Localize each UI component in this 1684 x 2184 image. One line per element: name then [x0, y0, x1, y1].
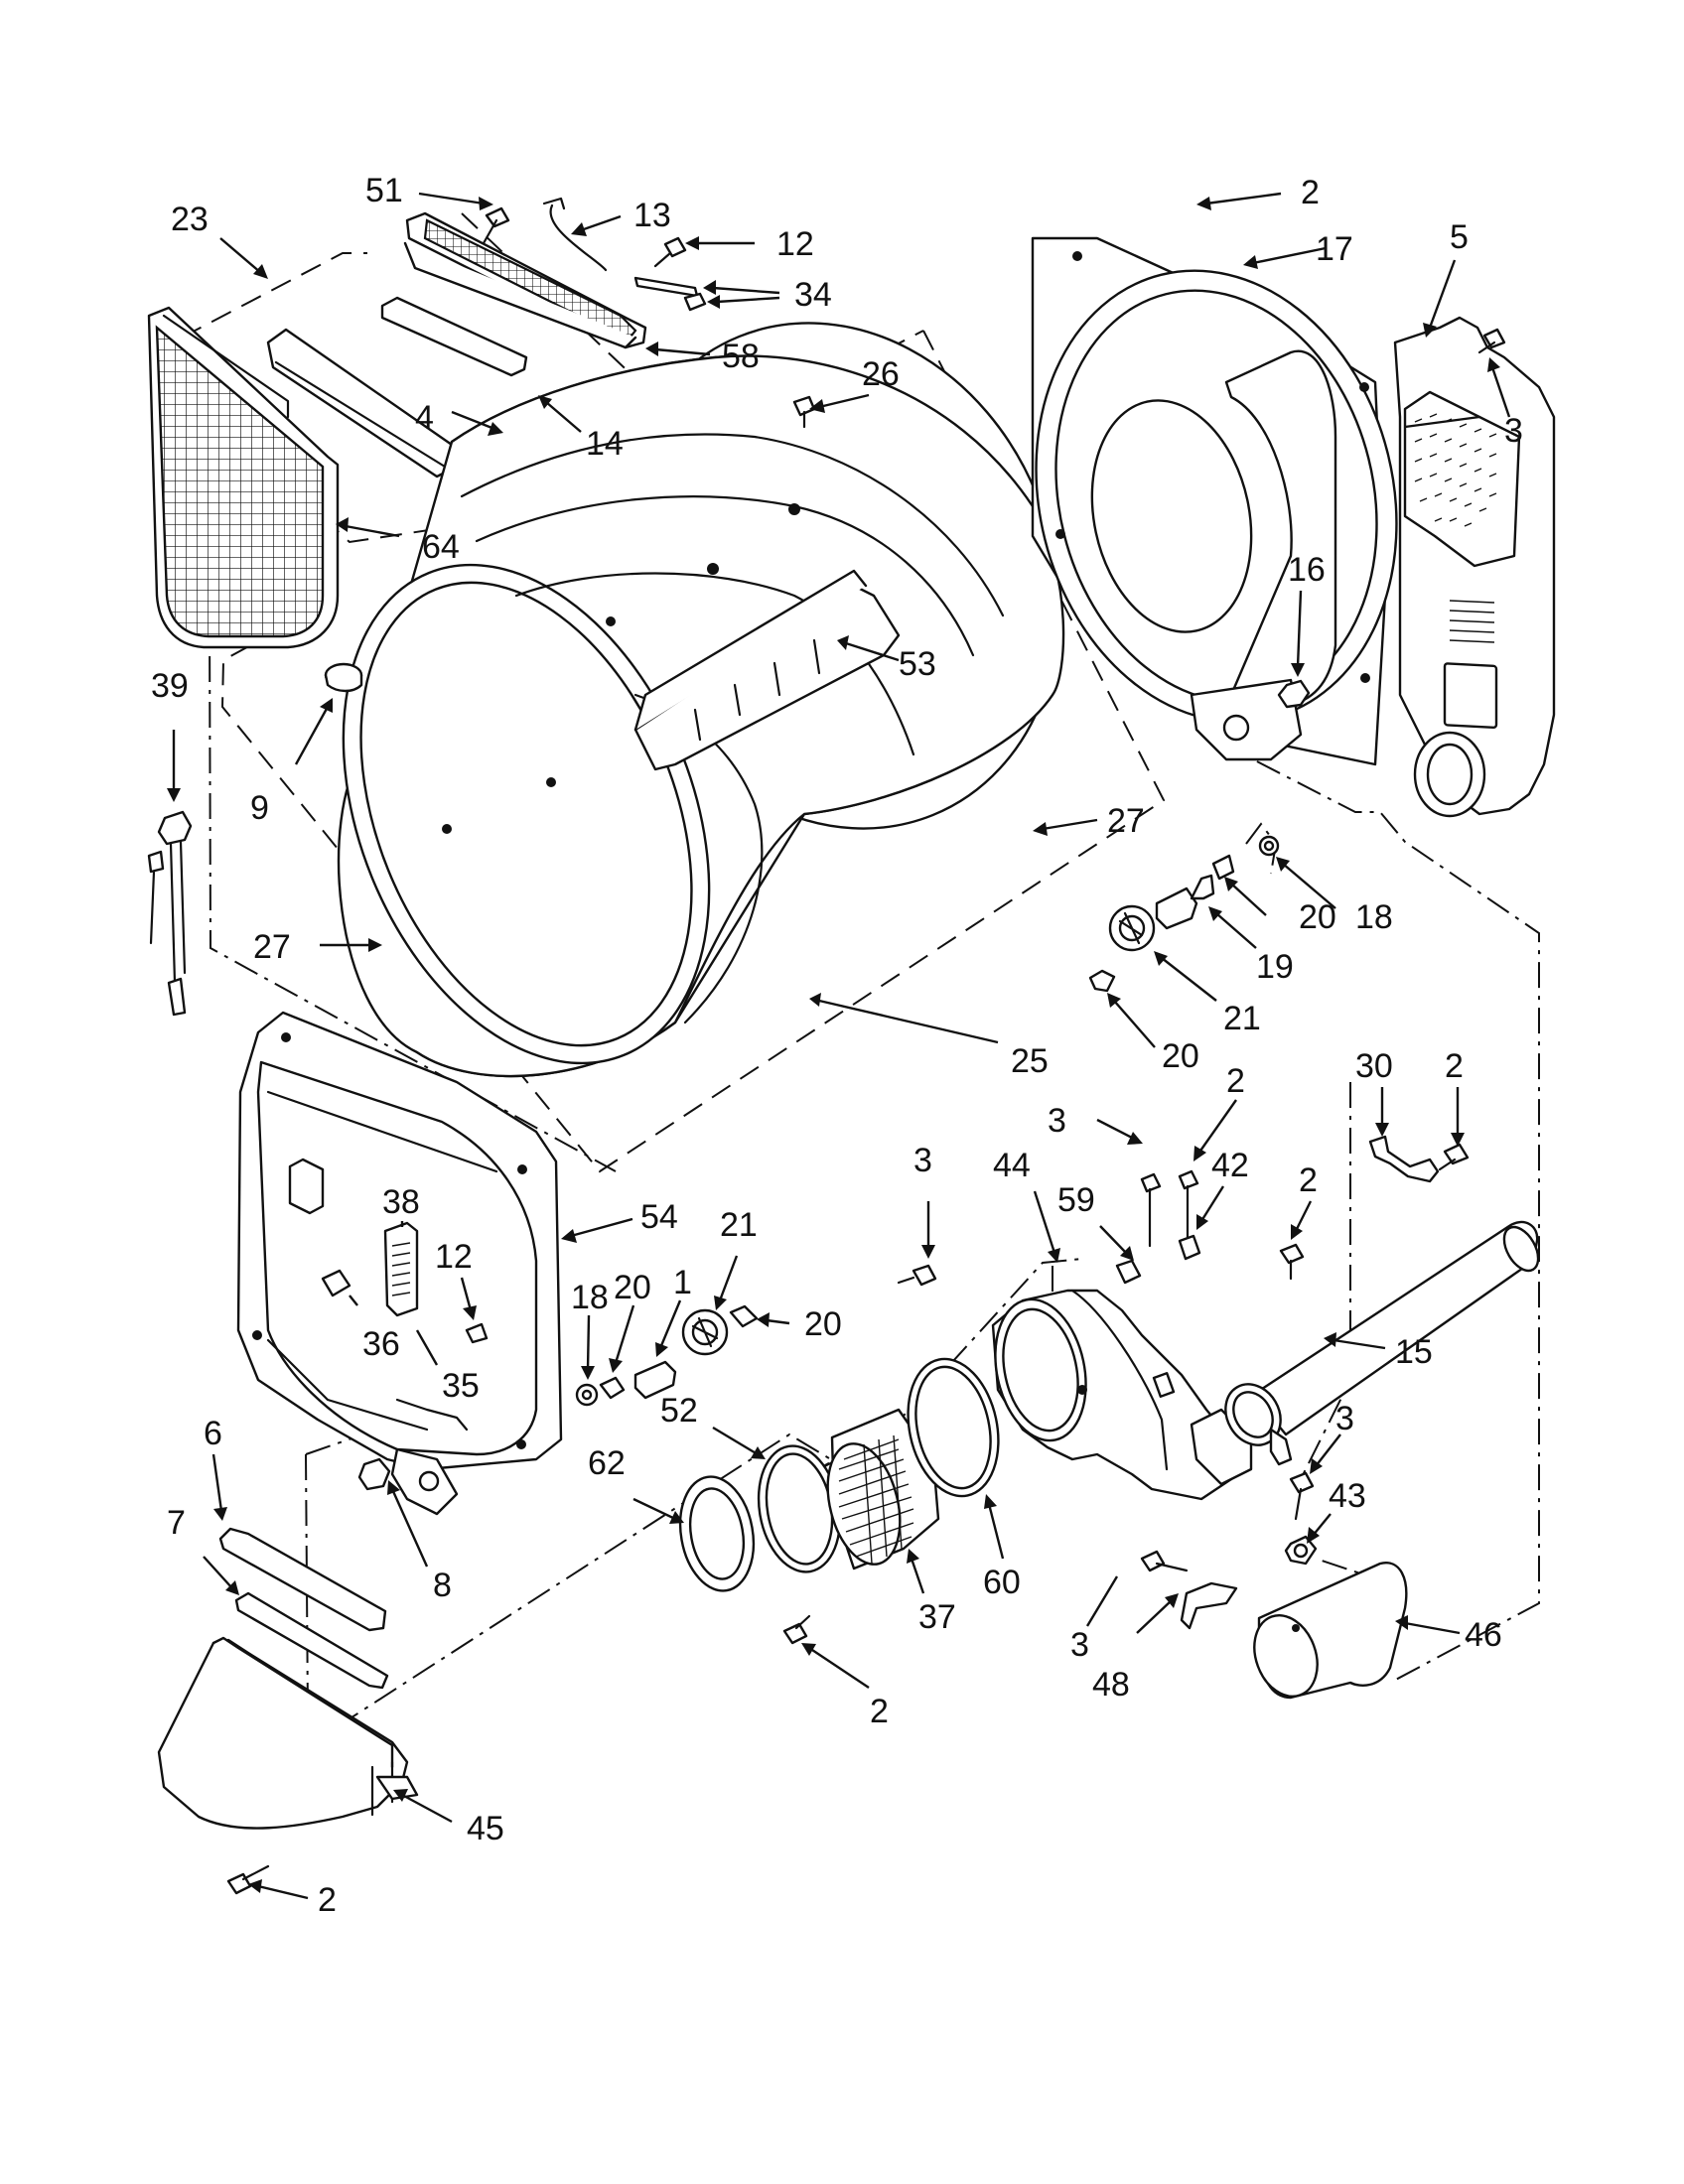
exhaust-duct	[1224, 1220, 1540, 1466]
rear-bulkhead	[1031, 236, 1398, 766]
small-fasteners-right	[897, 1143, 1470, 1287]
idler-pulley-assembly-right	[1088, 835, 1280, 993]
callout-53: 53	[899, 645, 936, 683]
small-fasteners-filter	[482, 197, 707, 451]
callout-3-mid: 3	[1048, 1102, 1066, 1140]
callout-64: 64	[422, 528, 460, 566]
callout-2-bottom-left: 2	[318, 1881, 337, 1919]
callout-2-bottom-mid: 2	[870, 1693, 889, 1730]
callout-15: 15	[1395, 1333, 1433, 1371]
callout-20-left-a: 20	[614, 1269, 651, 1306]
callout-21-right: 21	[1223, 1000, 1261, 1037]
callout-16: 16	[1288, 551, 1326, 589]
callout-62: 62	[588, 1444, 626, 1482]
callout-51: 51	[365, 172, 403, 209]
callout-18-left: 18	[571, 1279, 609, 1316]
callout-59: 59	[1057, 1181, 1095, 1219]
callout-34: 34	[794, 276, 832, 314]
callout-20-left-b: 20	[804, 1305, 842, 1343]
callout-52: 52	[660, 1392, 698, 1430]
callout-6: 6	[204, 1415, 222, 1452]
small-fasteners-bottom	[226, 1457, 811, 1895]
callout-3-left44: 3	[913, 1142, 932, 1179]
seals	[678, 1444, 842, 1592]
callout-13: 13	[633, 197, 671, 234]
callout-25: 25	[1011, 1042, 1049, 1080]
callout-20-right-top: 20	[1299, 898, 1336, 936]
callout-3-top: 3	[1504, 412, 1523, 450]
callout-2-top: 2	[1301, 174, 1320, 211]
callout-8: 8	[433, 1567, 452, 1604]
leader-lines	[167, 192, 1511, 1900]
callout-2-right59: 2	[1299, 1161, 1318, 1199]
callout-2-mid: 2	[1226, 1062, 1245, 1100]
callout-38: 38	[382, 1183, 420, 1221]
thermal-fuse-area	[1140, 1471, 1408, 1700]
drum	[337, 322, 1065, 1078]
callout-39: 39	[151, 667, 189, 705]
callout-48: 48	[1092, 1666, 1130, 1704]
callout-44: 44	[993, 1147, 1031, 1184]
callout-7: 7	[167, 1504, 186, 1542]
callout-43: 43	[1329, 1477, 1366, 1515]
blower-housing	[991, 1289, 1253, 1501]
callout-27-right: 27	[1107, 802, 1145, 840]
felt-button	[324, 662, 363, 693]
seal-strips	[218, 1527, 389, 1690]
idler-pulley-assembly-left	[575, 1304, 759, 1407]
front-bulkhead	[236, 1011, 563, 1516]
callout-5: 5	[1450, 218, 1469, 256]
lint-duct	[157, 1636, 419, 1830]
callout-35: 35	[442, 1367, 480, 1405]
callout-17: 17	[1316, 230, 1353, 268]
callout-60: 60	[983, 1564, 1021, 1601]
callout-30: 30	[1355, 1047, 1393, 1085]
callout-37: 37	[918, 1598, 956, 1636]
callout-12: 12	[776, 225, 814, 263]
callout-20-right-bottom: 20	[1162, 1037, 1199, 1075]
callout-23: 23	[171, 201, 209, 238]
callout-9: 9	[250, 789, 269, 827]
callout-18-right: 18	[1355, 898, 1393, 936]
sensor-harness	[147, 810, 193, 1017]
callout-1: 1	[673, 1264, 692, 1301]
callout-42: 42	[1211, 1147, 1249, 1184]
blower-seal	[907, 1357, 1000, 1498]
callout-26: 26	[862, 355, 900, 393]
blower-wheel	[826, 1408, 940, 1570]
callout-54: 54	[640, 1198, 678, 1236]
callout-14: 14	[586, 425, 624, 463]
callout-3-48area: 3	[1070, 1626, 1089, 1664]
callout-36: 36	[362, 1325, 400, 1363]
callout-58: 58	[722, 338, 760, 375]
callout-46: 46	[1465, 1616, 1502, 1654]
lint-screen-grille	[403, 211, 647, 349]
callout-19: 19	[1256, 948, 1294, 986]
callout-27-left: 27	[253, 928, 291, 966]
lint-filter	[147, 306, 340, 649]
heater-housing	[1393, 316, 1556, 818]
callout-3-43area: 3	[1335, 1400, 1354, 1437]
heater-louvers	[1414, 413, 1497, 527]
callout-2-30area: 2	[1445, 1047, 1464, 1085]
callout-4: 4	[415, 399, 434, 437]
callout-45: 45	[467, 1810, 504, 1847]
clip-bracket	[1368, 1135, 1440, 1183]
callout-12-left: 12	[435, 1238, 473, 1276]
callout-labels: 51 13 23 12 34 58 4 14 26 64 39 9 53 27 …	[151, 172, 1523, 1919]
callout-21-left: 21	[720, 1206, 758, 1244]
